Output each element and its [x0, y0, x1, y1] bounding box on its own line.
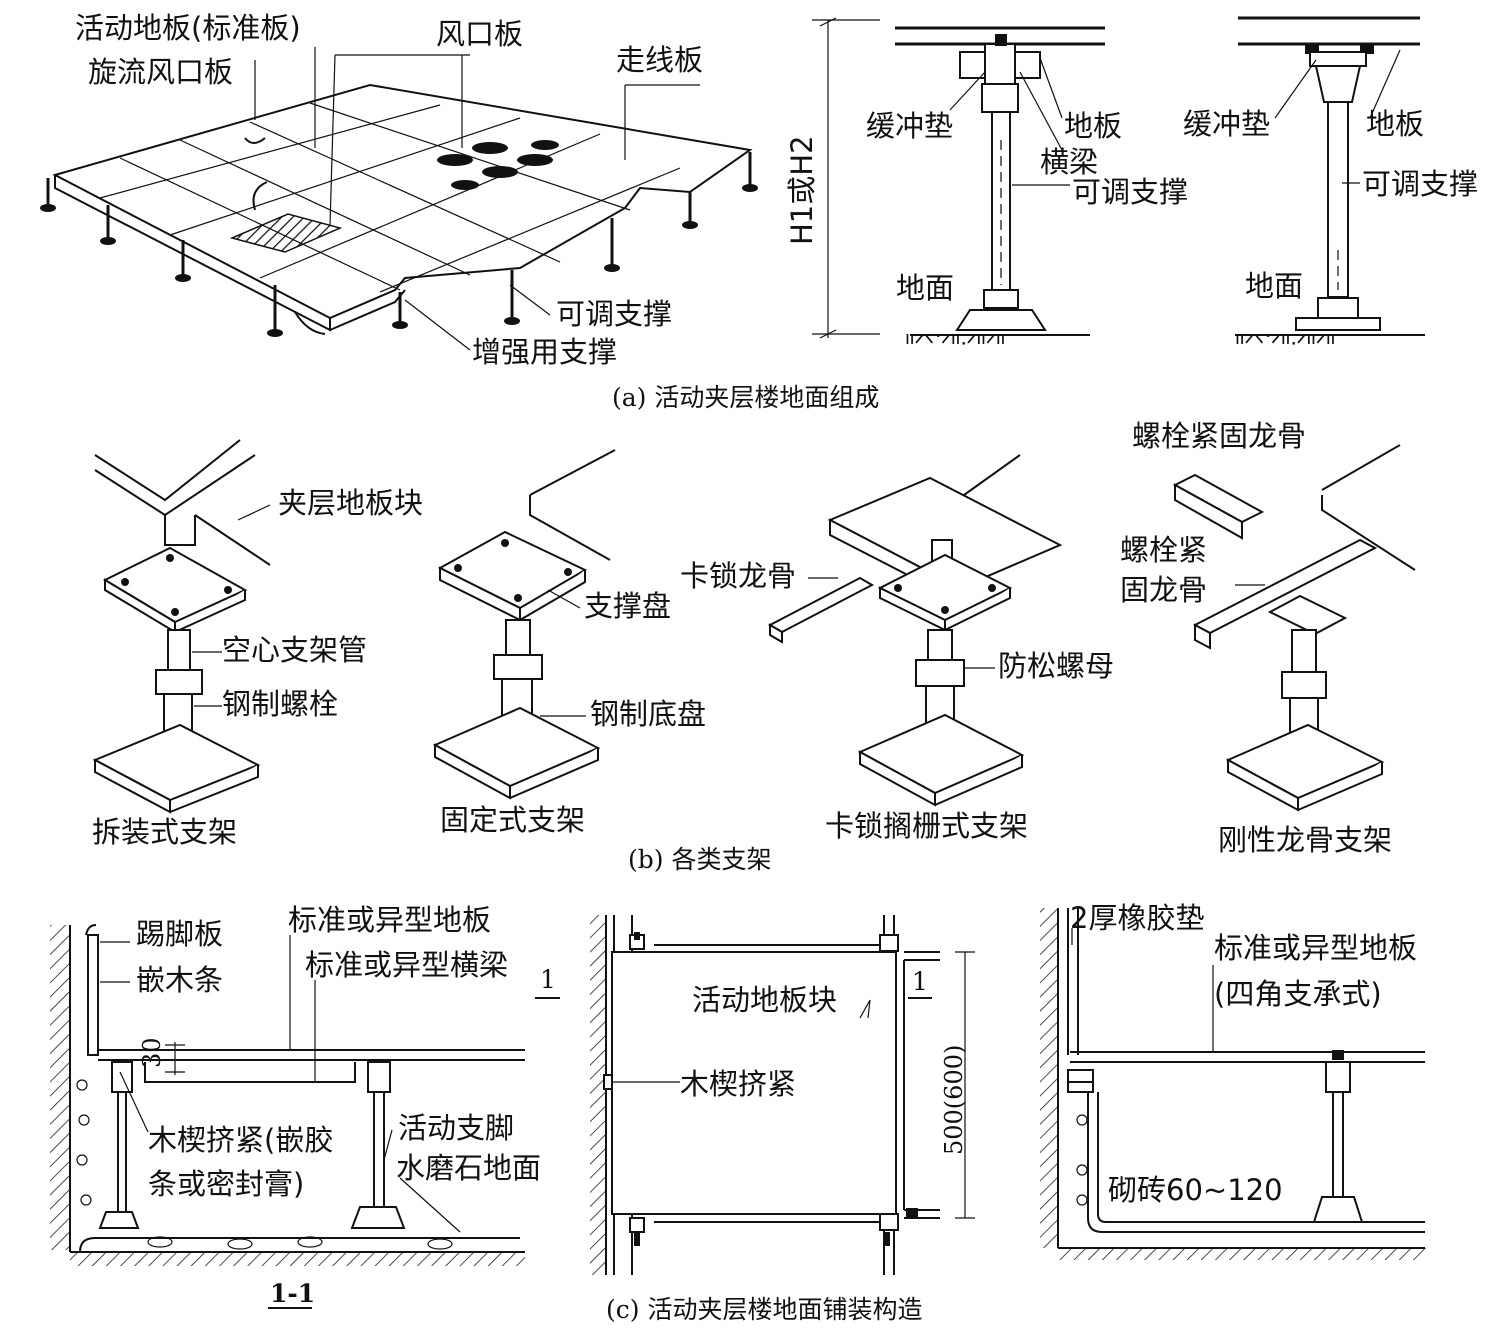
- corner-support-section: [1040, 908, 1426, 1260]
- label-bolt-keel-top: 螺栓紧固龙骨: [1132, 419, 1306, 453]
- section-title: 1-1: [270, 1279, 315, 1308]
- label-lock-keel: 卡锁龙骨: [680, 559, 796, 593]
- label-cable-board: 走线板: [616, 43, 703, 77]
- label-standard-board: 活动地板(标准板): [75, 11, 301, 45]
- label-beam: 横梁: [1040, 145, 1098, 179]
- pedestal-with-beam: ᐦᐟᐠᐝᐟᐦᐧᐟᐦᐟᐦ: [895, 26, 1105, 358]
- label-floor-block-c: 活动地板块: [692, 983, 837, 1017]
- label-brick: 砌砖60~120: [1108, 1173, 1283, 1207]
- height-dimension: H1或H2: [785, 17, 880, 339]
- label-cushion-1: 缓冲垫: [866, 109, 953, 143]
- label-wedge: 木楔挤紧: [680, 1067, 796, 1101]
- caption-a: (a) 活动夹层楼地面组成: [612, 383, 879, 412]
- caption-b: (b) 各类支架: [628, 845, 771, 874]
- vent-board-slots: [437, 140, 559, 190]
- label-support-plate: 支撑盘: [584, 589, 671, 623]
- support-legs: [40, 152, 758, 337]
- section-mark-2: 1: [912, 967, 928, 996]
- label-std-floor: 标准或异型地板: [288, 903, 491, 937]
- label-floor-block: 夹层地板块: [278, 486, 423, 520]
- label-wedge-1: 木楔挤紧(嵌胶: [148, 1123, 333, 1157]
- label-bolt-keel-2: 固龙骨: [1120, 573, 1207, 607]
- panel-a: 活动地板(标准板) 旋流风口板 风口板 走线板 可调支撑 增强用支撑 H1或H2: [40, 11, 1478, 412]
- section-mark-1: 1: [540, 965, 556, 994]
- title-lock-grid: 卡锁搁栅式支架: [825, 809, 1028, 843]
- raised-floor-isometric: [40, 83, 758, 337]
- label-rubber-pad: 2厚橡胶垫: [1070, 901, 1204, 935]
- label-steel-base: 钢制底盘: [590, 697, 706, 731]
- label-height: H1或H2: [785, 135, 819, 245]
- label-skirting: 踢脚板: [136, 917, 223, 951]
- label-adjustable-support: 可调支撑: [556, 297, 672, 331]
- label-ground-2: 地面: [1245, 269, 1303, 303]
- label-wood-strip: 嵌木条: [136, 963, 223, 997]
- pedestal-direct: ᐦᐟᐠᐝᐟᐦᐧᐟᐦᐟᐦ: [1235, 16, 1425, 358]
- label-floor-board-1: 地板: [1064, 109, 1122, 143]
- title-fixed: 固定式支架: [440, 803, 585, 837]
- panel-b: 夹层地板块 空心支架管 钢制螺栓 拆装式支架 支撑盘 钢制底盘 固定式支架: [92, 419, 1416, 874]
- label-dim-30: 30: [138, 1037, 166, 1068]
- label-steel-bolt: 钢制螺栓: [222, 687, 338, 721]
- caption-c: (c) 活动夹层楼地面铺装构造: [606, 1295, 922, 1324]
- label-reinforce-support: 增强用支撑: [472, 335, 617, 369]
- label-swirl-vent: 旋流风口板: [88, 55, 233, 89]
- svg-text:ᐦᐟᐠᐝᐟᐦᐧᐟᐦᐟᐦ: ᐦᐟᐠᐝᐟᐦᐧᐟᐦᐟᐦ: [1235, 330, 1335, 358]
- fixed-support: [432, 449, 616, 800]
- label-bolt-keel-1: 螺栓紧: [1120, 533, 1207, 567]
- lock-grid-support: [767, 454, 1063, 807]
- rigid-keel-support: [1172, 444, 1416, 812]
- label-floor-board-2: 地板: [1366, 107, 1424, 141]
- panel-c: 踢脚板 嵌木条 30 标准或异型地板 标准或异型横梁 1 木楔挤紧(嵌胶 条或密…: [50, 901, 1426, 1324]
- label-corner-support: (四角支承式): [1214, 977, 1382, 1011]
- plan-view: [590, 915, 975, 1275]
- label-hollow-tube: 空心支架管: [222, 633, 367, 667]
- label-terrazzo: 水磨石地面: [396, 1151, 541, 1185]
- svg-text:ᐦᐟᐠᐝᐟᐦᐧᐟᐦᐟᐦ: ᐦᐟᐠᐝᐟᐦᐧᐟᐦᐟᐦ: [905, 330, 1005, 358]
- label-dim-500: 500(600): [940, 1045, 968, 1155]
- label-lock-nut: 防松螺母: [998, 649, 1114, 683]
- label-std-beam: 标准或异型横梁: [305, 948, 508, 982]
- label-ground-1: 地面: [896, 271, 954, 305]
- label-std-floor-2: 标准或异型地板: [1214, 931, 1417, 965]
- label-movable-foot: 活动支脚: [398, 1111, 514, 1145]
- title-rigid-keel: 刚性龙骨支架: [1218, 823, 1392, 857]
- label-wedge-2: 条或密封膏): [148, 1167, 304, 1201]
- section-1-1: [50, 924, 525, 1266]
- label-adjustable-2: 可调支撑: [1362, 167, 1478, 201]
- label-cushion-2: 缓冲垫: [1183, 107, 1270, 141]
- label-vent-board: 风口板: [436, 17, 523, 51]
- title-detachable: 拆装式支架: [92, 815, 237, 849]
- label-adjustable-1: 可调支撑: [1072, 175, 1188, 209]
- detachable-support: [92, 439, 271, 814]
